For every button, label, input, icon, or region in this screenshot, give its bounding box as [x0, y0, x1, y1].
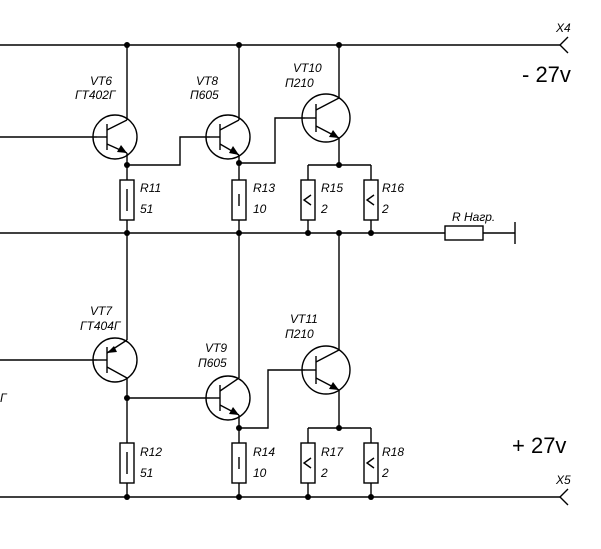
transistor-vt11: VT11 П210	[285, 312, 351, 395]
transistor-vt7: VT7 ГТ404Г	[80, 304, 138, 383]
vt8-ref: VT8	[196, 74, 218, 88]
r12-ref: R12	[140, 445, 162, 459]
resistor-r17: R17 2	[300, 442, 344, 484]
resistor-r18: R18 2	[363, 442, 404, 484]
terminal-x4: X4	[555, 21, 571, 35]
resistor-r12: R12 51	[119, 442, 162, 484]
load-label: R Нагр.	[452, 210, 495, 224]
vt8-type: П605	[190, 88, 219, 102]
positive-supply-label: + 27v	[512, 433, 566, 458]
r11-value: 51	[140, 202, 153, 216]
junction-dots	[124, 42, 374, 500]
vt7-type: ГТ404Г	[80, 319, 122, 333]
r11-ref: R11	[140, 181, 161, 195]
r14-ref: R14	[253, 445, 275, 459]
r17-value: 2	[320, 466, 328, 480]
vt11-type: П210	[285, 327, 314, 341]
load-resistor: R Нагр.	[444, 210, 495, 241]
vt11-ref: VT11	[290, 312, 318, 326]
r16-ref: R16	[382, 181, 404, 195]
transistor-vt6: VT6 ГТ402Г	[75, 74, 138, 160]
vt6-type: ГТ402Г	[75, 88, 117, 102]
resistor-r16: R16 2	[363, 179, 404, 221]
vt10-ref: VT10	[293, 61, 322, 75]
resistor-r13: R13 10	[231, 179, 275, 221]
resistor-r15: R15 2	[300, 179, 343, 221]
top-rail	[0, 36, 569, 54]
r13-ref: R13	[253, 181, 275, 195]
vt7-ref: VT7	[90, 304, 113, 318]
r17-ref: R17	[321, 445, 344, 459]
transistor-vt8: VT8 П605	[190, 74, 251, 160]
transistor-vt9: VT9 П605	[198, 341, 251, 421]
r15-value: 2	[320, 202, 328, 216]
resistor-r14: R14 10	[231, 442, 275, 484]
r12-value: 51	[140, 466, 153, 480]
bottom-rail	[0, 488, 569, 506]
r14-value: 10	[253, 466, 267, 480]
r16-value: 2	[381, 202, 389, 216]
transistor-vt10: VT10 П210	[285, 61, 351, 143]
negative-supply-label: - 27v	[522, 62, 571, 87]
r18-ref: R18	[382, 445, 404, 459]
r18-value: 2	[381, 466, 389, 480]
vt10-type: П210	[285, 76, 314, 90]
middle-rail	[0, 222, 516, 244]
vt9-ref: VT9	[205, 341, 227, 355]
vt6-ref: VT6	[90, 74, 112, 88]
r13-value: 10	[253, 202, 267, 216]
vt9-type: П605	[198, 356, 227, 370]
resistor-r11: R11 51	[119, 179, 161, 221]
left-edge-fragment: Г	[0, 391, 8, 405]
terminal-x5: X5	[555, 473, 571, 487]
r15-ref: R15	[321, 181, 343, 195]
